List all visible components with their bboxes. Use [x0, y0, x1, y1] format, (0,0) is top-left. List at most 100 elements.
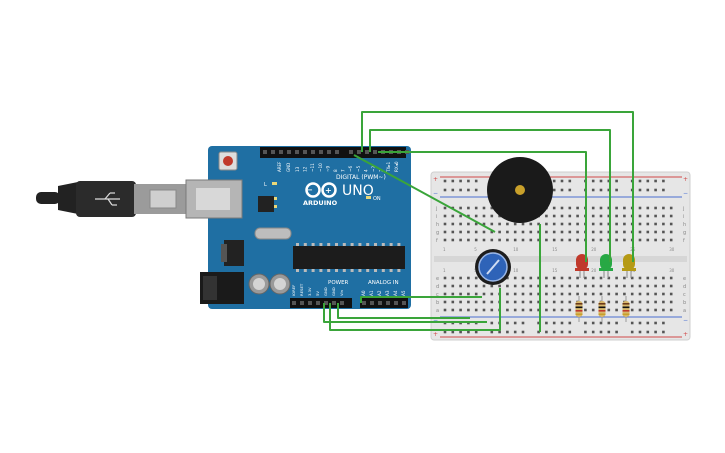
breadboard-hole[interactable] — [560, 300, 564, 304]
breadboard-hole[interactable] — [560, 238, 564, 242]
rail-hole[interactable] — [443, 179, 447, 183]
breadboard-hole[interactable] — [630, 308, 634, 312]
header-pin[interactable] — [295, 150, 299, 154]
jumper-wire[interactable] — [353, 154, 496, 233]
breadboard-hole[interactable] — [560, 206, 564, 210]
breadboard-hole[interactable] — [521, 230, 525, 234]
rail-hole[interactable] — [654, 330, 657, 334]
breadboard-hole[interactable] — [467, 206, 470, 210]
rail-hole[interactable] — [513, 330, 517, 334]
rail-hole[interactable] — [591, 188, 595, 192]
breadboard-hole[interactable] — [584, 284, 587, 288]
breadboard-hole[interactable] — [529, 284, 533, 288]
rail-hole[interactable] — [467, 179, 470, 183]
breadboard-hole[interactable] — [568, 238, 572, 242]
header-pin[interactable] — [370, 301, 374, 305]
breadboard-hole[interactable] — [654, 292, 657, 296]
header-pin[interactable] — [292, 301, 296, 305]
breadboard-hole[interactable] — [474, 230, 478, 234]
breadboard-hole[interactable] — [467, 276, 470, 280]
rail-hole[interactable] — [568, 330, 572, 334]
breadboard-hole[interactable] — [490, 292, 494, 296]
rail-hole[interactable] — [560, 330, 564, 334]
breadboard-hole[interactable] — [545, 292, 548, 296]
breadboard-hole[interactable] — [490, 206, 494, 210]
rail-hole[interactable] — [451, 330, 455, 334]
breadboard-hole[interactable] — [654, 238, 657, 242]
breadboard-hole[interactable] — [584, 308, 587, 312]
breadboard-hole[interactable] — [506, 300, 509, 304]
breadboard-hole[interactable] — [591, 292, 595, 296]
breadboard-hole[interactable] — [467, 284, 470, 288]
jumper-wire[interactable] — [323, 303, 487, 323]
breadboard-hole[interactable] — [615, 276, 618, 280]
breadboard-hole[interactable] — [506, 230, 509, 234]
breadboard-hole[interactable] — [467, 222, 470, 226]
breadboard-hole[interactable] — [482, 292, 486, 296]
breadboard-hole[interactable] — [506, 238, 509, 242]
breadboard-hole[interactable] — [654, 222, 657, 226]
rail-hole[interactable] — [552, 321, 556, 325]
breadboard-hole[interactable] — [490, 230, 494, 234]
breadboard-hole[interactable] — [521, 292, 525, 296]
wires[interactable] — [323, 111, 634, 332]
rail-hole[interactable] — [638, 321, 642, 325]
breadboard-hole[interactable] — [443, 308, 447, 312]
breadboard-hole[interactable] — [552, 292, 556, 296]
breadboard-hole[interactable] — [584, 276, 587, 280]
breadboard-hole[interactable] — [638, 230, 642, 234]
header-pin[interactable] — [402, 301, 406, 305]
breadboard-hole[interactable] — [521, 276, 525, 280]
breadboard-hole[interactable] — [443, 230, 447, 234]
breadboard-hole[interactable] — [630, 276, 634, 280]
breadboard-hole[interactable] — [459, 292, 462, 296]
breadboard-hole[interactable] — [513, 276, 517, 280]
breadboard-hole[interactable] — [669, 284, 673, 288]
rail-hole[interactable] — [467, 188, 470, 192]
breadboard-hole[interactable] — [474, 300, 478, 304]
rail-hole[interactable] — [591, 179, 595, 183]
breadboard-hole[interactable] — [529, 230, 533, 234]
breadboard-hole[interactable] — [669, 230, 673, 234]
breadboard-hole[interactable] — [552, 206, 556, 210]
breadboard-hole[interactable] — [599, 238, 603, 242]
breadboard-hole[interactable] — [669, 308, 673, 312]
breadboard-hole[interactable] — [599, 284, 603, 288]
breadboard-hole[interactable] — [576, 206, 579, 210]
rail-hole[interactable] — [615, 321, 618, 325]
breadboard-hole[interactable] — [506, 292, 509, 296]
rail-hole[interactable] — [615, 330, 618, 334]
resistor[interactable] — [622, 296, 630, 322]
breadboard-hole[interactable] — [482, 214, 486, 218]
breadboard-hole[interactable] — [451, 308, 455, 312]
rail-hole[interactable] — [521, 321, 525, 325]
piezo-buzzer[interactable] — [487, 157, 553, 223]
header-pin[interactable] — [327, 150, 331, 154]
breadboard-hole[interactable] — [654, 300, 657, 304]
breadboard-hole[interactable] — [638, 206, 642, 210]
breadboard-hole[interactable] — [443, 292, 447, 296]
breadboard-hole[interactable] — [474, 284, 478, 288]
breadboard-hole[interactable] — [537, 292, 540, 296]
breadboard-hole[interactable] — [638, 222, 642, 226]
header-pin[interactable] — [394, 301, 398, 305]
rail-hole[interactable] — [545, 330, 548, 334]
header-pin[interactable] — [271, 150, 275, 154]
breadboard-hole[interactable] — [576, 214, 579, 218]
rail-hole[interactable] — [459, 330, 462, 334]
header-pin[interactable] — [279, 150, 283, 154]
header-pin[interactable] — [263, 150, 267, 154]
breadboard-hole[interactable] — [646, 276, 650, 280]
breadboard-hole[interactable] — [568, 284, 572, 288]
breadboard-hole[interactable] — [443, 284, 447, 288]
breadboard-hole[interactable] — [467, 230, 470, 234]
breadboard-hole[interactable] — [529, 276, 533, 280]
rail-hole[interactable] — [474, 179, 478, 183]
breadboard-hole[interactable] — [552, 222, 556, 226]
breadboard-hole[interactable] — [560, 276, 564, 280]
rail-hole[interactable] — [591, 330, 595, 334]
breadboard-hole[interactable] — [669, 300, 673, 304]
breadboard-hole[interactable] — [490, 284, 494, 288]
rail-hole[interactable] — [451, 188, 455, 192]
breadboard-hole[interactable] — [591, 276, 595, 280]
